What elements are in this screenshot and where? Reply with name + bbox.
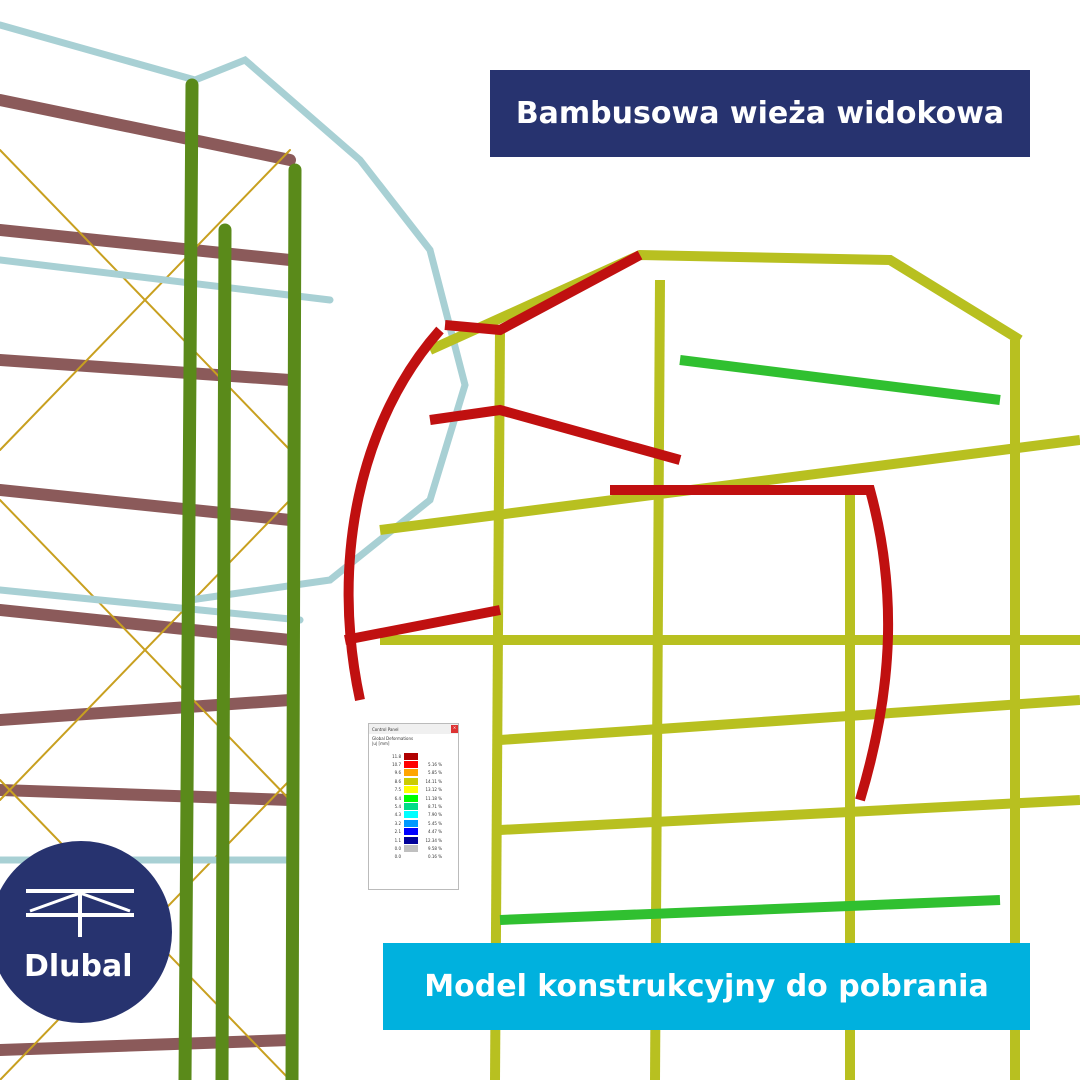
legend-color	[404, 794, 418, 802]
legend-row: 0.0 0.16 %	[369, 853, 458, 861]
legend-percent: 8.71 %	[428, 804, 442, 810]
legend-value: 10.7	[392, 762, 401, 768]
legend-row: 3.2 5.45 %	[369, 819, 458, 827]
panel-subtitle: Global Deformations	[372, 736, 414, 741]
legend-row: 9.6 5.85 %	[369, 769, 458, 777]
dlubal-logo[interactable]: Dlubal	[0, 841, 172, 1023]
legend-percent: 13.12 %	[425, 787, 442, 793]
legend-value: 3.2	[394, 820, 401, 826]
legend-row: 8.6 14.11 %	[369, 777, 458, 785]
legend-row: 11.8	[369, 752, 458, 760]
legend-value: 8.6	[394, 778, 401, 784]
legend-percent: 5.45 %	[428, 820, 442, 826]
legend-row: 1.1 12.34 %	[369, 836, 458, 844]
legend-color	[404, 761, 418, 769]
legend-percent: 7.90 %	[428, 812, 442, 818]
legend-color	[404, 836, 418, 844]
legend-value: 6.4	[394, 795, 401, 801]
legend-value: 0.0	[394, 845, 401, 851]
color-legend: 11.8 10.7 5.16 % 9.6 5.85 % 8.6 14.11 % 7.5 13.1…	[369, 752, 458, 861]
title-banner: Bambusowa wieża widokowa	[490, 70, 1030, 157]
logo-text: Dlubal	[24, 949, 133, 984]
legend-row: 10.7 5.16 %	[369, 760, 458, 769]
legend-row: 7.5 13.12 %	[369, 786, 458, 794]
legend-value: 9.6	[394, 770, 401, 776]
legend-percent: 5.85 %	[428, 770, 442, 776]
legend-percent: 4.47 %	[428, 829, 442, 835]
legend-color	[404, 803, 418, 811]
legend-row: 2.1 4.47 %	[369, 828, 458, 836]
legend-color	[404, 819, 418, 827]
dlubal-bridge-logo-icon	[26, 889, 134, 937]
legend-value: 4.3	[394, 812, 401, 818]
legend-percent: 14.11 %	[425, 778, 442, 784]
legend-color	[404, 811, 418, 819]
legend-value: 7.5	[394, 787, 401, 793]
close-icon[interactable]: ×	[451, 725, 458, 733]
legend-value: 11.8	[392, 753, 401, 759]
legend-color	[404, 752, 418, 760]
legend-percent: 5.16 %	[428, 762, 442, 768]
legend-percent: 11.18 %	[425, 795, 442, 801]
legend-row: 4.3 7.90 %	[369, 811, 458, 819]
legend-value: 2.1	[394, 829, 401, 835]
legend-percent: 0.16 %	[428, 854, 442, 860]
legend-row: 6.4 11.18 %	[369, 794, 458, 802]
legend-row: 5.4 8.71 %	[369, 802, 458, 811]
panel-unit: |u| [mm]	[372, 741, 390, 746]
control-panel[interactable]: Control Panel × Global Deformations |u| […	[368, 723, 459, 890]
legend-color	[404, 828, 418, 836]
legend-color	[404, 844, 418, 852]
legend-value: 5.4	[394, 804, 401, 810]
legend-value: 1.1	[394, 837, 401, 843]
download-banner[interactable]: Model konstrukcyjny do pobrania	[383, 943, 1030, 1030]
legend-color	[404, 853, 418, 860]
legend-value: 0.0	[394, 854, 401, 860]
legend-row: 0.0 9.58 %	[369, 844, 458, 852]
legend-color	[404, 777, 418, 785]
legend-color	[404, 769, 418, 777]
legend-percent: 9.58 %	[428, 845, 442, 851]
legend-color	[404, 786, 418, 794]
legend-percent: 12.34 %	[425, 837, 442, 843]
panel-title: Control Panel	[372, 726, 399, 732]
